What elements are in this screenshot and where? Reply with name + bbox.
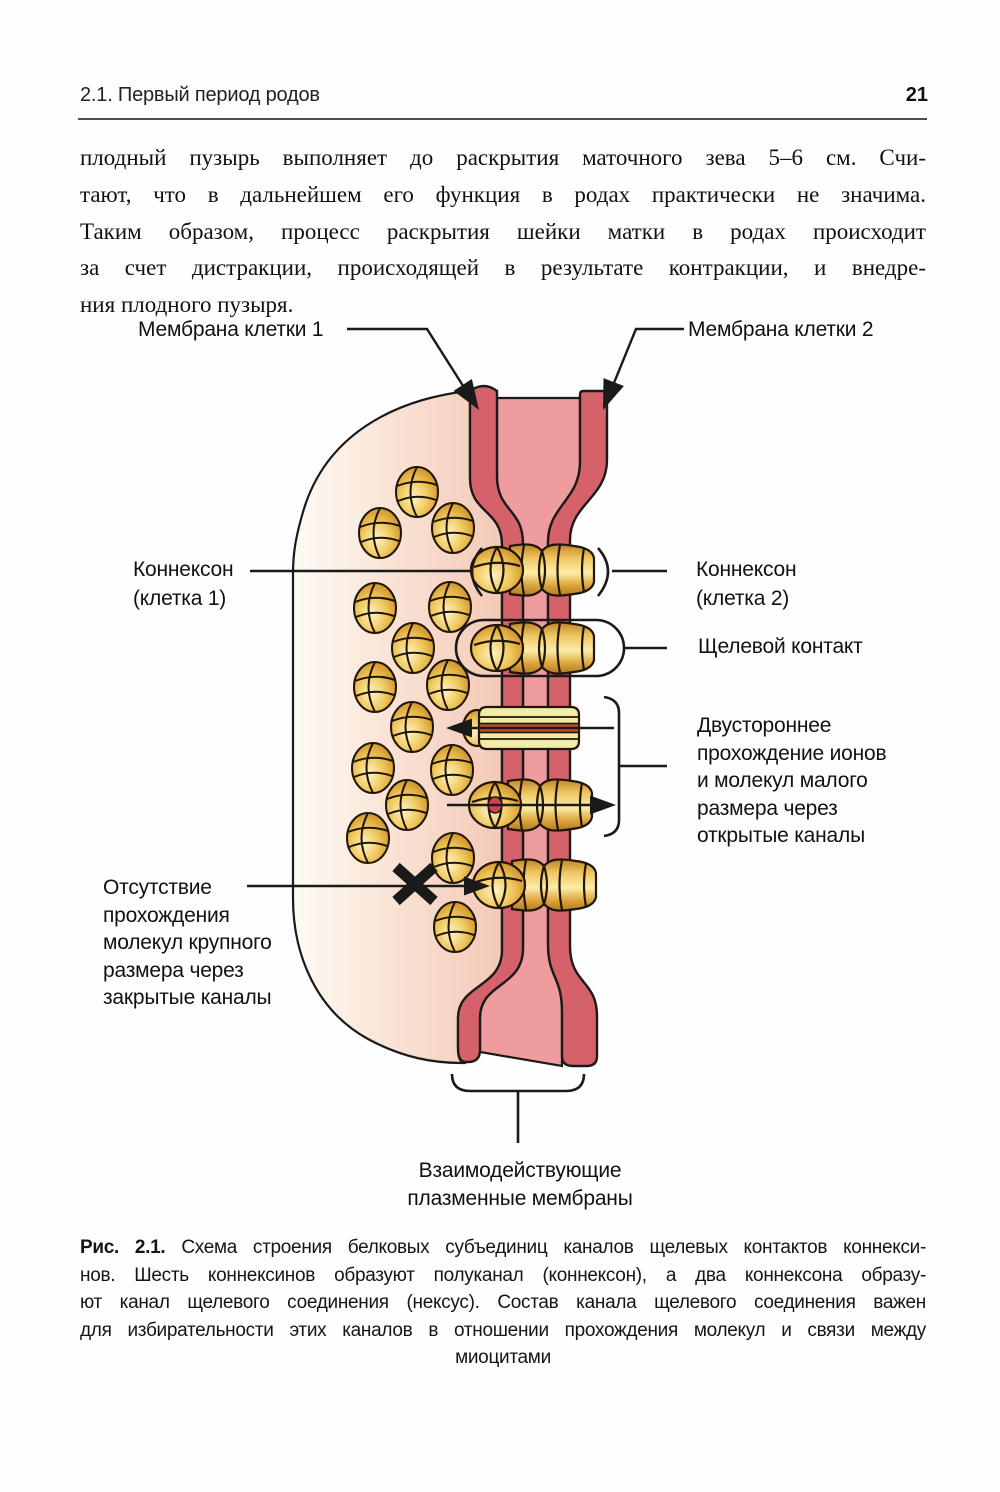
membrane-2-label: Мембрана клетки 2	[688, 318, 874, 341]
caption-line: миоцитами	[455, 1347, 551, 1369]
running-header: 2.1. Первый период родов	[80, 84, 320, 106]
gap-junction-label: Щелевой контакт	[698, 635, 863, 658]
caption-line: ют канал щелевого соединения (нексус). С…	[80, 1292, 926, 1314]
body-line: плодный пузырь выполняет до раскрытия ма…	[80, 145, 926, 170]
paren-left	[470, 547, 484, 597]
blocked-x-mark	[392, 862, 438, 906]
connexon-2-label: Коннексон (клетка 2)	[696, 558, 797, 610]
closed-channel	[471, 858, 598, 912]
body-line: Таким образом, процесс раскрытия шейки м…	[80, 218, 926, 244]
caption-line: нов. Шесть коннексинов образуют полукана…	[80, 1264, 926, 1286]
connexon-1-label: Коннексон (клетка 1)	[133, 558, 234, 610]
figure-number: Рис. 2.1.	[80, 1237, 166, 1258]
caption-line: для избирательности этих каналов в отнош…	[80, 1319, 926, 1341]
interacting-membranes-label: Взаимодействующие плазменные мембраны	[407, 1159, 633, 1210]
page-number: 21	[905, 84, 928, 106]
membrane-1-label: Мембрана клетки 1	[138, 318, 324, 341]
gap-junction-channel	[469, 621, 596, 675]
bracket-bottom	[450, 1073, 586, 1143]
body-line: ния плодного пузыря.	[80, 292, 294, 318]
caption-line: Рис. 2.1. Схема строения белковых субъед…	[80, 1237, 926, 1258]
paren-right	[596, 547, 610, 597]
figure-caption: Рис. 2.1. Схема строения белковых субъед…	[80, 1234, 926, 1372]
body-paragraph: плодный пузырь выполняет до раскрытия ма…	[80, 140, 926, 324]
body-line: тают, что в дальнейшем его функция в род…	[80, 181, 926, 207]
bidirectional-passage-label: Двустороннее прохождение ионов и молекул…	[697, 714, 887, 847]
arrowhead-right	[590, 795, 616, 815]
no-passage-label: Отсутствие прохождения молекул крупного …	[103, 876, 272, 1009]
header-rule	[78, 118, 927, 120]
connexon-channel	[469, 543, 596, 597]
bracket-right	[603, 695, 667, 838]
body-line: за счет дистракции, происходящей в резул…	[80, 255, 926, 281]
leader-lines	[247, 327, 684, 888]
